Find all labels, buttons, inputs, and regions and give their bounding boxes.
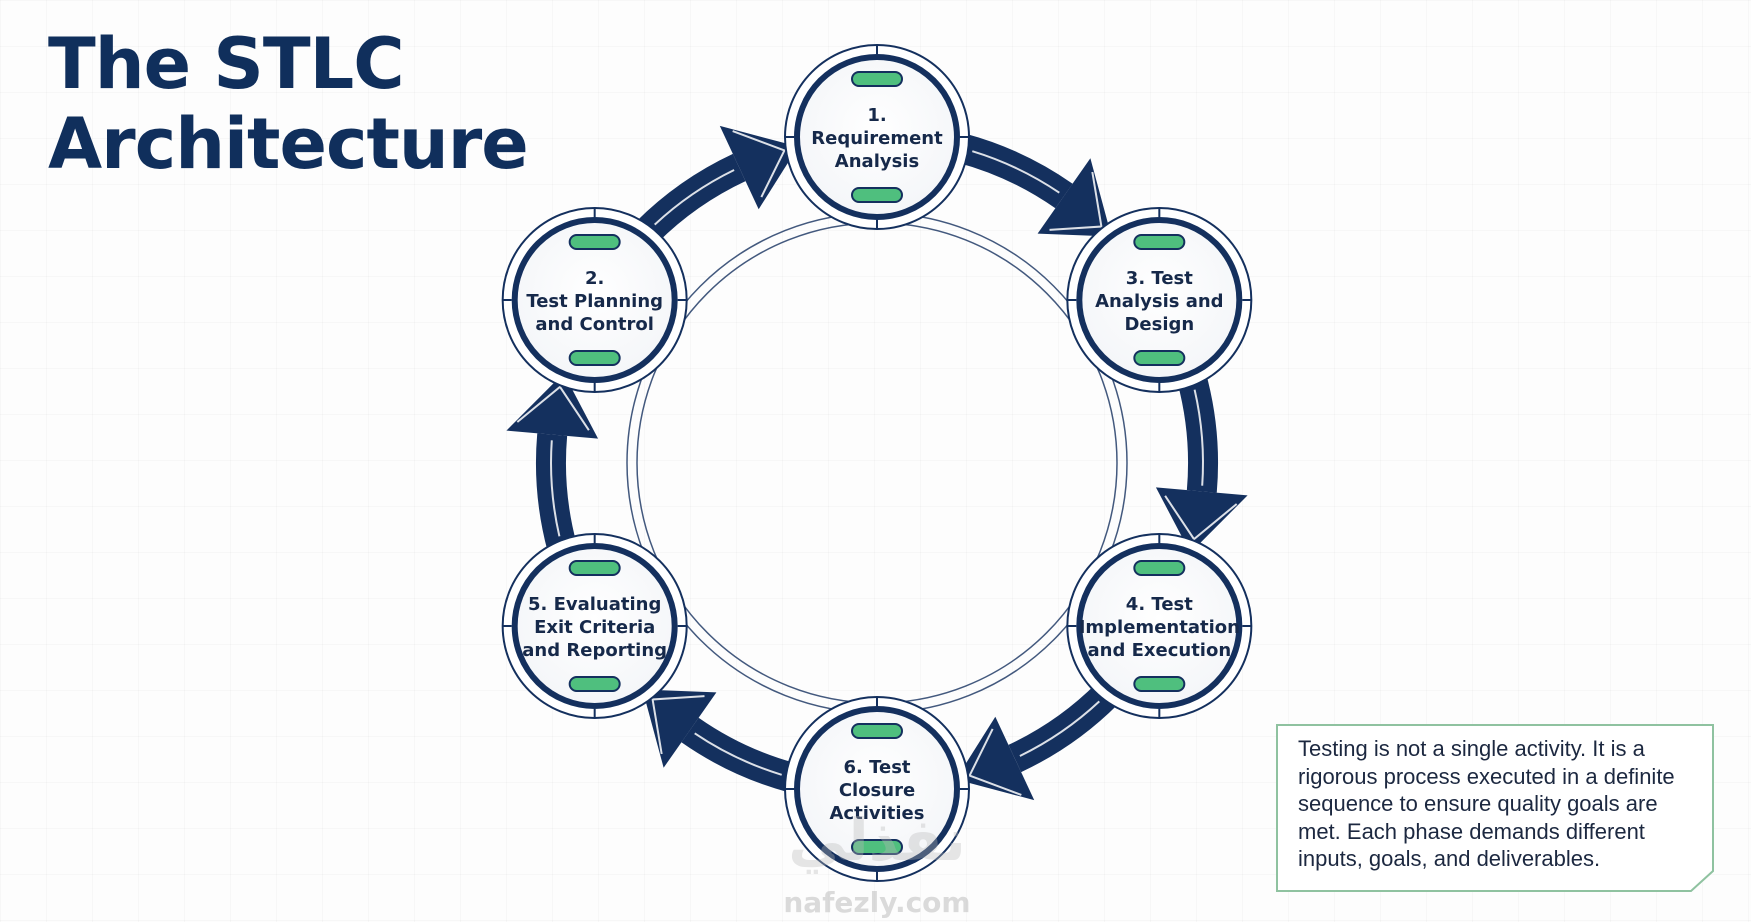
title-line-1: The STLC (48, 23, 405, 105)
info-callout-text: Testing is not a single activity. It is … (1298, 736, 1675, 871)
status-pill-top (568, 560, 621, 576)
phase-2-label-line: 2. (585, 268, 604, 289)
flow-arrow-1-to-3 (957, 133, 1112, 237)
status-pill-bottom (851, 839, 903, 855)
phase-1-label-line: Analysis (835, 151, 919, 172)
status-pill-top (851, 723, 903, 739)
status-pill-top (1133, 234, 1186, 250)
status-pill-bottom (1133, 676, 1186, 692)
phase-5-label-line: and Reporting (522, 640, 667, 661)
phase-4-label-line: Implementation (1079, 617, 1240, 638)
status-pill-top (568, 234, 621, 250)
phase-6-label-line: Closure (839, 780, 915, 801)
phase-2-label-line: and Control (535, 314, 654, 335)
info-callout: Testing is not a single activity. It is … (1275, 723, 1715, 893)
status-pill-bottom (568, 676, 621, 692)
flow-arrow-2-to-1 (635, 125, 799, 244)
flow-arrows (506, 125, 1248, 801)
phase-4-label-line: and Execution (1087, 640, 1231, 661)
status-pill-top (851, 71, 903, 87)
flow-arrow-6-to-5 (642, 689, 797, 793)
phase-3-label-line: Analysis and (1095, 291, 1224, 312)
phase-3-label-line: 3. Test (1126, 268, 1193, 289)
phase-2-label-line: Test Planning (526, 291, 663, 312)
phase-5-label-line: Exit Criteria (534, 617, 655, 638)
inner-ring (626, 212, 1128, 714)
flow-arrow-3-to-4 (1155, 374, 1248, 553)
status-pill-bottom (568, 350, 621, 366)
phase-6-label-line: Activities (830, 803, 925, 824)
phase-3-label-line: Design (1124, 314, 1194, 335)
phase-5-label-line: 5. Evaluating (528, 594, 661, 615)
status-pill-bottom (1133, 350, 1186, 366)
status-pill-bottom (851, 187, 903, 203)
watermark-arabic: نفذلي (788, 806, 965, 874)
phase-4-label-line: 4. Test (1126, 594, 1193, 615)
phase-1-label-line: Requirement (811, 128, 943, 149)
info-callout-frame (1276, 724, 1714, 892)
page-title: The STLC Architecture (48, 23, 529, 185)
flow-arrow-5-to-2 (506, 373, 599, 552)
status-pill-top (1133, 560, 1186, 576)
watermark-url: nafezly.com (783, 886, 970, 919)
title-line-2: Architecture (48, 103, 529, 185)
phase-6-label-line: 6. Test (843, 757, 910, 778)
flow-arrow-4-to-6 (955, 682, 1119, 801)
phase-1-label-line: 1. (867, 105, 886, 126)
